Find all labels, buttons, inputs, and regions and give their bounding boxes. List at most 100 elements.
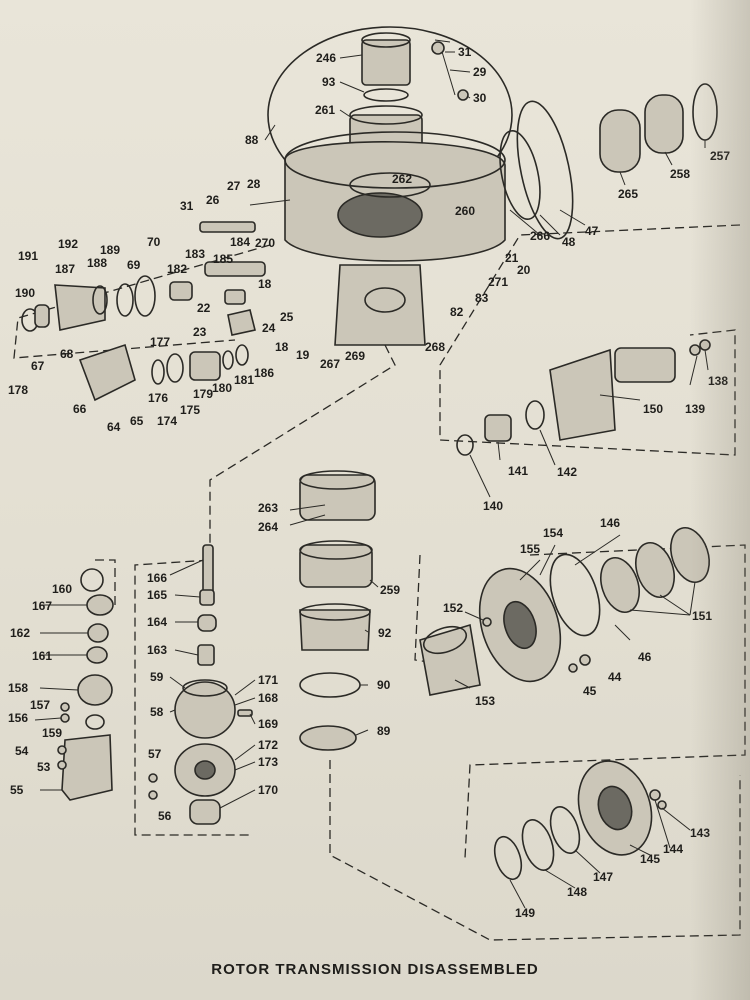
part-label: 150 xyxy=(643,402,663,416)
part-label: 31 xyxy=(180,199,194,213)
part-label: 58 xyxy=(150,705,164,719)
ring-146 xyxy=(549,553,601,637)
bottom-right-assembly xyxy=(493,760,667,881)
washer-53 xyxy=(57,760,67,770)
seal-190 xyxy=(34,304,50,328)
washer-140 xyxy=(456,434,474,456)
bearing-151b xyxy=(635,541,675,599)
bearing-69 xyxy=(116,283,134,317)
part-label: 65 xyxy=(130,414,144,428)
bearing-151c xyxy=(670,526,710,584)
clip-46 xyxy=(614,624,631,641)
part-label: 26 xyxy=(206,193,220,207)
nut-143 xyxy=(657,800,667,810)
part-label: 68 xyxy=(60,347,74,361)
nut-22 xyxy=(224,289,246,305)
part-label: 246 xyxy=(316,51,336,65)
shaft-26 xyxy=(199,221,256,233)
part-label: 182 xyxy=(167,262,187,276)
tail-drive-assembly xyxy=(21,221,266,402)
nut-89 xyxy=(299,725,357,751)
bottom-assembly-line xyxy=(329,760,741,941)
part-label: 173 xyxy=(258,755,278,769)
part-label: 271 xyxy=(488,275,508,289)
ring-262 xyxy=(349,172,431,198)
gear-165 xyxy=(199,589,215,606)
pin-169 xyxy=(237,709,253,717)
part-label: 265 xyxy=(618,187,638,201)
part-label: 149 xyxy=(515,906,535,920)
part-label: 21 xyxy=(505,251,519,265)
part-label: 179 xyxy=(193,387,213,401)
part-label: 264 xyxy=(258,520,278,534)
part-label: 56 xyxy=(158,809,172,823)
bearing-177 xyxy=(166,353,184,383)
part-label: 155 xyxy=(520,542,540,556)
part-label: 55 xyxy=(10,783,24,797)
part-label: 164 xyxy=(147,615,167,629)
plug-160 xyxy=(80,568,104,592)
seal-147 xyxy=(549,806,581,854)
part-label: 89 xyxy=(377,724,391,738)
part-label: 258 xyxy=(670,167,690,181)
part-label: 157 xyxy=(30,698,50,712)
part-label: 82 xyxy=(450,305,464,319)
part-label: 183 xyxy=(185,247,205,261)
part-label: 18 xyxy=(275,340,289,354)
right-carrier-assembly xyxy=(419,526,710,696)
part-label: 143 xyxy=(690,826,710,840)
lower-left-assembly-line xyxy=(134,344,396,836)
part-label: 175 xyxy=(180,403,200,417)
part-label: 57 xyxy=(148,747,162,761)
part-label: 167 xyxy=(32,599,52,613)
ring-93 xyxy=(363,88,409,102)
part-label: 162 xyxy=(10,626,30,640)
screw-157 xyxy=(60,702,70,712)
washer-45 xyxy=(568,663,578,673)
part-label: 144 xyxy=(663,842,683,856)
part-label: 257 xyxy=(710,149,730,163)
part-label: 45 xyxy=(583,684,597,698)
part-label: 181 xyxy=(234,373,254,387)
planetary-assembly xyxy=(148,544,253,825)
part-label: 178 xyxy=(8,383,28,397)
part-label: 261 xyxy=(315,103,335,117)
part-label: 29 xyxy=(473,65,487,79)
housing-187 xyxy=(54,284,106,331)
rotor-transmission-housing xyxy=(249,26,541,346)
center-bearing-stack xyxy=(299,470,376,751)
part-label: 54 xyxy=(15,744,29,758)
part-label: 159 xyxy=(42,726,62,740)
part-label: 44 xyxy=(608,670,622,684)
part-label: 66 xyxy=(73,402,87,416)
part-label: 140 xyxy=(483,499,503,513)
part-label: 20 xyxy=(517,263,531,277)
seal-159 xyxy=(85,714,105,730)
washer-139 xyxy=(689,344,701,356)
part-label: 266 xyxy=(530,229,550,243)
snap-ring-257 xyxy=(692,83,718,141)
pin-152 xyxy=(482,617,492,627)
part-label: 188 xyxy=(87,256,107,270)
part-label: 69 xyxy=(127,258,141,272)
gasket-47 xyxy=(516,100,574,240)
gasket-70 xyxy=(134,275,156,317)
part-label: 139 xyxy=(685,402,705,416)
nut-44 xyxy=(579,654,591,666)
part-label: 156 xyxy=(8,711,28,725)
part-label: 154 xyxy=(543,526,563,540)
nut-186 xyxy=(235,344,249,366)
part-label: 88 xyxy=(245,133,259,147)
shaft-185 xyxy=(204,261,266,277)
part-label: 180 xyxy=(212,381,232,395)
sun-gear-stack xyxy=(57,568,114,801)
nut-141 xyxy=(484,414,512,442)
ring-170 xyxy=(189,799,221,825)
ring-48 xyxy=(499,130,541,220)
part-label: 153 xyxy=(475,694,495,708)
part-label: 145 xyxy=(640,852,660,866)
part-label: 70 xyxy=(147,235,161,249)
fitting-31 xyxy=(431,41,445,55)
tube-66 xyxy=(78,343,136,402)
